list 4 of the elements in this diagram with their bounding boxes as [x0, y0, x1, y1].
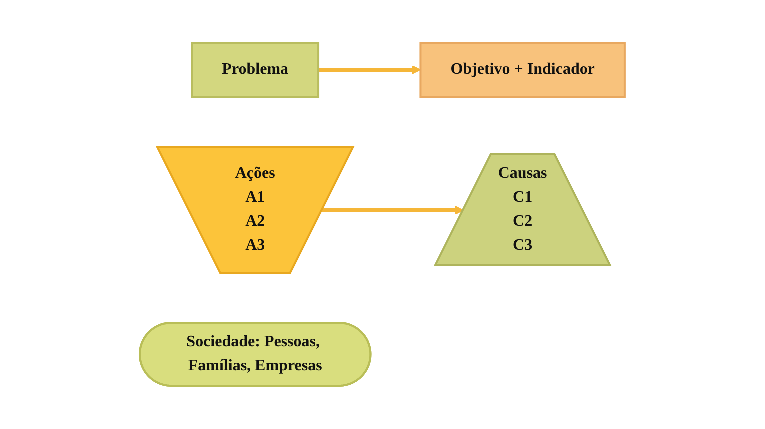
node-box: Problema	[191, 42, 320, 98]
node-box: Objetivo + Indicador	[420, 42, 626, 98]
arrow	[322, 206, 464, 215]
arrow	[318, 66, 422, 74]
